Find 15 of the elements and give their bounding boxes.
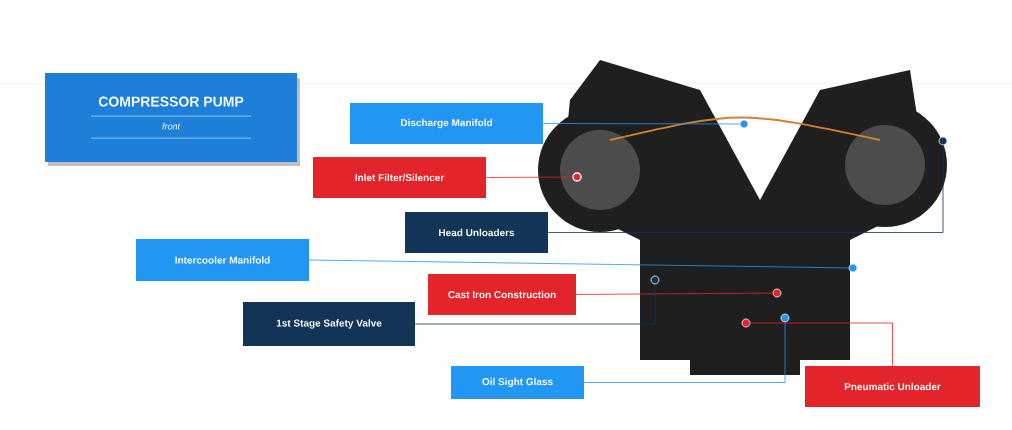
label-box: Intercooler Manifold xyxy=(136,239,309,281)
leader-line xyxy=(575,292,773,295)
label-box: Cast Iron Construction xyxy=(428,274,576,315)
leader-line xyxy=(750,322,893,367)
label-box: Discharge Manifold xyxy=(350,103,543,144)
leader-line xyxy=(414,284,656,325)
label-box: Pneumatic Unloader xyxy=(805,366,980,407)
title-box: COMPRESSOR PUMP front xyxy=(45,73,297,162)
label-box: Head Unloaders xyxy=(405,212,548,253)
label-box: Inlet Filter/Silencer xyxy=(313,157,486,198)
leader-line xyxy=(583,322,786,383)
leader-line xyxy=(485,176,573,178)
leader-line xyxy=(308,259,849,269)
label-box: Oil Sight Glass xyxy=(451,366,584,399)
label-box: 1st Stage Safety Valve xyxy=(243,302,415,346)
